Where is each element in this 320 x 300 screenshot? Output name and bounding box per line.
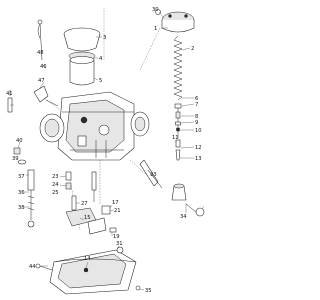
label-11: 11 (172, 135, 179, 141)
label-1: 1 (154, 26, 157, 32)
label-23: 23 (52, 174, 59, 180)
label-21: 21 (114, 208, 121, 214)
label-8: 8 (195, 114, 198, 120)
label-47: 47 (38, 78, 45, 84)
label-38: 38 (18, 205, 25, 211)
label-41: 41 (6, 91, 13, 97)
label-37: 37 (18, 174, 25, 180)
spring (173, 35, 183, 101)
label-19: 19 (113, 234, 120, 240)
label-46: 46 (40, 64, 47, 70)
label-7: 7 (195, 102, 198, 108)
top-cover (155, 9, 195, 33)
part-number-labels: 30 1 2 3 4 5 6 7 8 9 10 11 12 13 48 46 4… (6, 7, 202, 294)
label-34: 34 (180, 214, 187, 220)
label-40: 40 (16, 138, 23, 144)
left-small-parts (13, 147, 35, 228)
label-13: 13 (195, 156, 202, 162)
label-44: 44 (29, 264, 36, 270)
label-27: 27 (81, 201, 88, 207)
throttle-linkage (139, 159, 205, 217)
label-35: 35 (145, 288, 152, 294)
label-33: 33 (150, 172, 157, 178)
carburetor-body (39, 91, 150, 161)
needle-assembly (174, 103, 182, 161)
label-12: 12 (195, 145, 202, 151)
label-31: 31 (116, 241, 123, 247)
label-39: 39 (12, 156, 19, 162)
label-6: 6 (195, 96, 198, 102)
float-bowl (35, 207, 141, 295)
label-15: 15 (84, 215, 91, 221)
label-25: 25 (52, 190, 59, 196)
label-48: 48 (37, 50, 44, 56)
label-5: 5 (99, 78, 102, 84)
label-9: 9 (195, 120, 198, 126)
label-4: 4 (99, 56, 103, 62)
label-3: 3 (103, 35, 106, 41)
label-10: 10 (195, 128, 202, 134)
label-14: 14 (84, 256, 91, 262)
label-36: 36 (18, 190, 25, 196)
carburetor-exploded-diagram: 30 1 2 3 4 5 6 7 8 9 10 11 12 13 48 46 4… (6, 7, 205, 295)
diaphragm-set (63, 27, 101, 86)
leader-lines (10, 11, 205, 291)
label-24: 24 (52, 182, 59, 188)
label-2: 2 (191, 46, 194, 52)
label-17: 17 (112, 200, 119, 206)
label-30: 30 (152, 7, 159, 13)
choke-parts (7, 19, 59, 113)
